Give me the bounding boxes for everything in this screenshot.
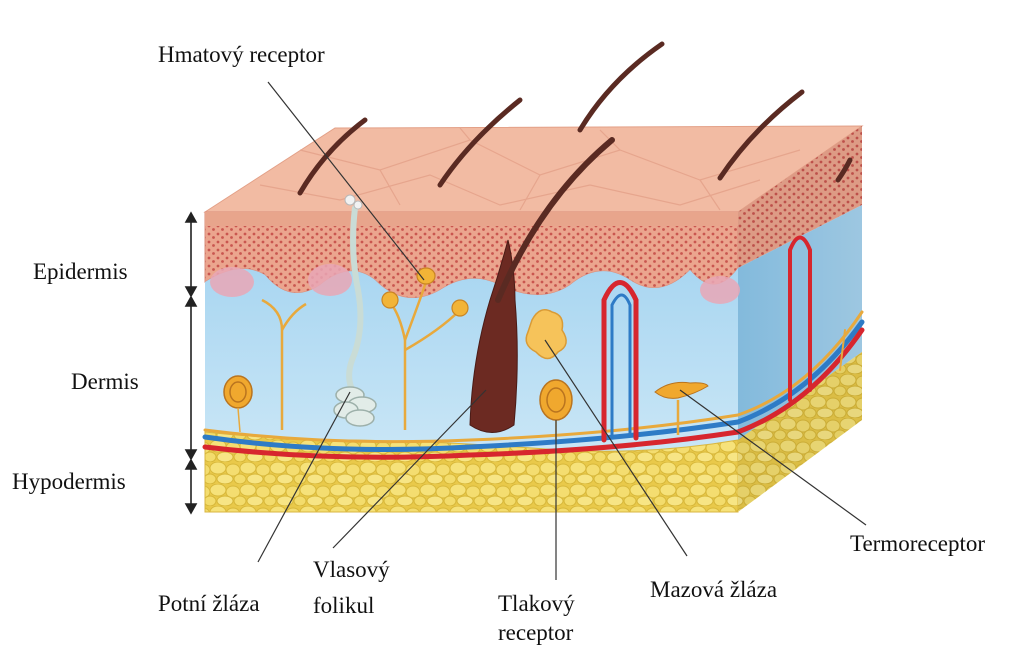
- label-sweat-gland: Potní žláza: [158, 590, 260, 617]
- label-epidermis: Epidermis: [33, 258, 128, 285]
- label-dermis: Dermis: [71, 368, 139, 395]
- label-hair-follicle-line2: folikul: [313, 592, 374, 619]
- label-pressure-receptor-line2: receptor: [498, 619, 573, 646]
- label-hair-follicle-line1: Vlasový: [313, 556, 390, 583]
- label-sebaceous-gland: Mazová žláza: [650, 576, 777, 603]
- label-touch-receptor: Hmatový receptor: [158, 41, 325, 68]
- label-thermoreceptor: Termoreceptor: [850, 530, 985, 557]
- label-hypodermis: Hypodermis: [12, 468, 126, 495]
- stratum-corneum: [205, 212, 738, 226]
- label-pressure-receptor-line1: Tlakový: [498, 590, 575, 617]
- layer-brackets: [186, 213, 196, 513]
